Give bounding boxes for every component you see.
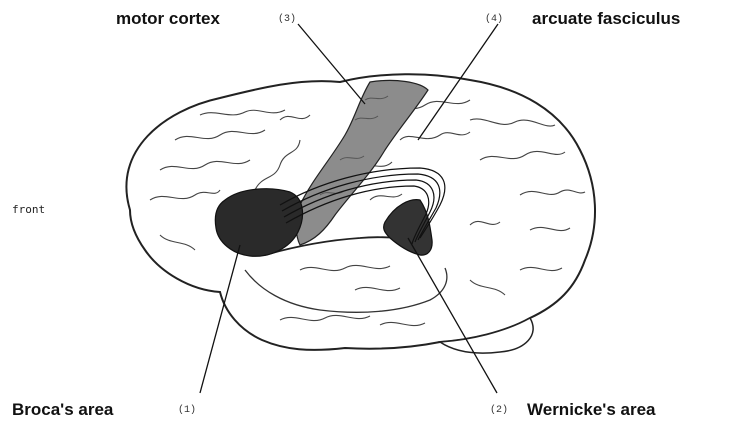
motor-cortex-number: (3): [278, 14, 296, 25]
front-orientation-label: front: [12, 203, 45, 216]
broca-area-label: Broca's area: [12, 400, 113, 420]
motor-cortex-label: motor cortex: [116, 9, 220, 29]
arcuate-fasciculus-number: (4): [485, 14, 503, 25]
broca-area-number: (1): [178, 405, 196, 416]
arcuate-fasciculus-label: arcuate fasciculus: [532, 9, 680, 29]
wernicke-area-number: (2): [490, 405, 508, 416]
wernicke-area-label: Wernicke's area: [527, 400, 655, 420]
